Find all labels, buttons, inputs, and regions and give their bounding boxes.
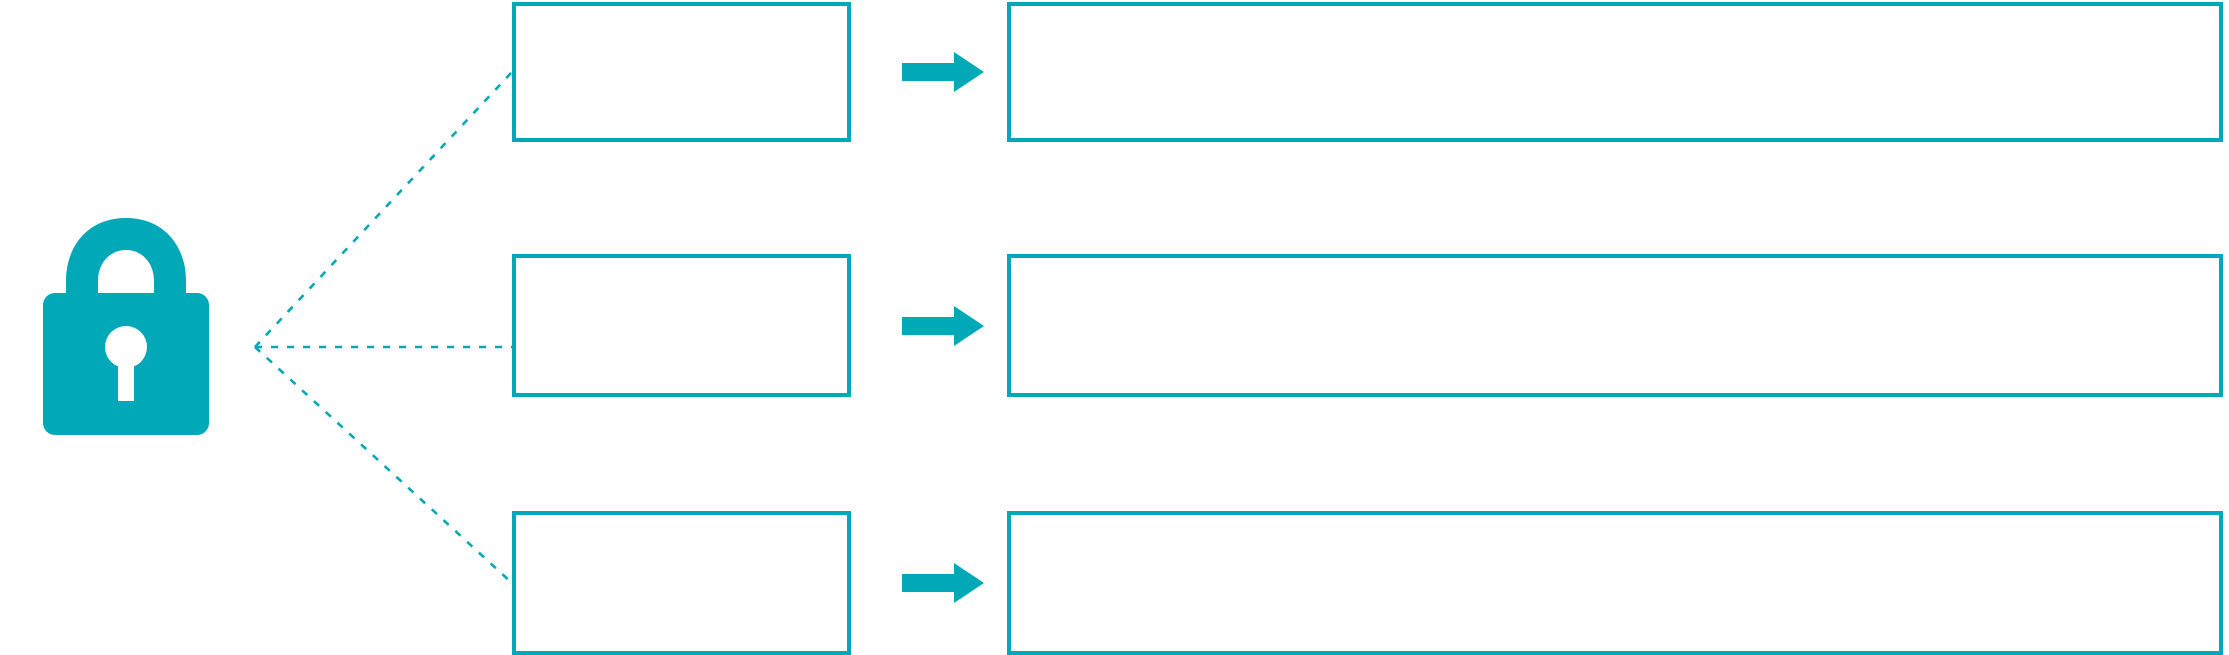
cause-box-row-2[interactable] bbox=[512, 254, 851, 397]
arrow-right-icon-row-3 bbox=[902, 563, 984, 603]
diagram-row bbox=[0, 511, 2229, 655]
effect-box-row-2[interactable] bbox=[1007, 254, 2223, 397]
lock-icon bbox=[28, 205, 224, 450]
diagram-row bbox=[0, 2, 2229, 142]
arrow-right-icon-row-2 bbox=[902, 305, 984, 346]
effect-box-row-3[interactable] bbox=[1007, 511, 2223, 655]
diagram-row bbox=[0, 254, 2229, 397]
cause-box-row-3[interactable] bbox=[512, 511, 851, 655]
cause-box-row-1[interactable] bbox=[512, 2, 851, 142]
effect-box-row-1[interactable] bbox=[1007, 2, 2223, 142]
arrow-right-icon-row-1 bbox=[902, 52, 984, 92]
